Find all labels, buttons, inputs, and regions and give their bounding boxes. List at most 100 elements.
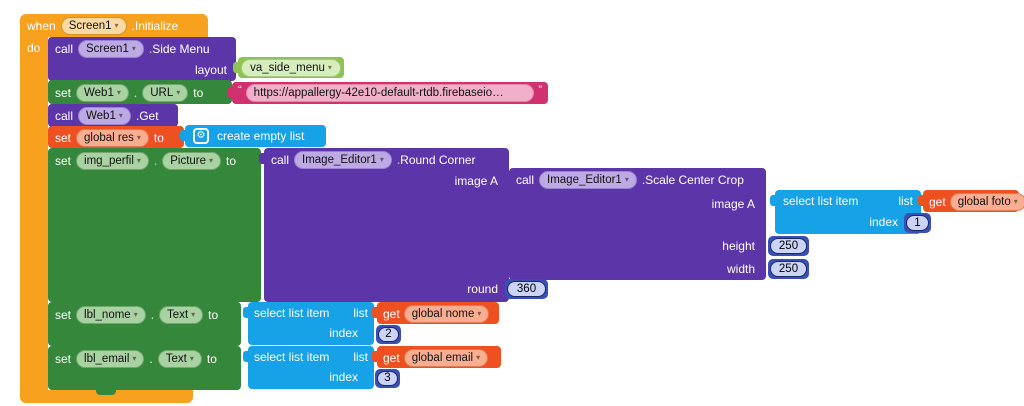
puzzle-tab: [259, 153, 265, 164]
number-block-height-250[interactable]: 250: [768, 236, 809, 256]
url-property-dropdown[interactable]: URL ▾: [142, 84, 189, 102]
get-global-email-block[interactable]: get global email ▾: [372, 346, 501, 368]
number-value: 360: [507, 281, 546, 297]
set-img-perfil-picture-block[interactable]: set img_perfil ▾ . Picture ▾ to: [48, 148, 261, 302]
url-text-input[interactable]: https://appallergy-42e10-default-rtdb.fi…: [245, 84, 535, 102]
select-list-item-foto-block[interactable]: select list item list index: [770, 190, 921, 234]
web1-dropdown-value: Web1: [86, 110, 116, 122]
to-keyword: to: [208, 308, 219, 322]
set-keyword: set: [55, 352, 72, 366]
puzzle-tab: [918, 195, 924, 206]
web1-dropdown-value: Web1: [84, 87, 114, 99]
global-foto-dropdown[interactable]: global foto ▾: [949, 193, 1024, 211]
puzzle-tab: [372, 307, 378, 318]
img-perfil-dropdown[interactable]: img_perfil ▾: [76, 152, 149, 170]
puzzle-tab: [180, 130, 186, 141]
chevron-down-icon: ▾: [131, 44, 136, 53]
number-block-index-2[interactable]: 2: [376, 325, 401, 344]
get-global-foto-block[interactable]: get global foto ▾: [918, 190, 1024, 212]
layout-param-label: layout: [194, 63, 227, 77]
select-list-item-label: select list item: [254, 306, 330, 320]
puzzle-tab: [243, 307, 249, 318]
web1-dropdown[interactable]: Web1 ▾: [78, 107, 131, 125]
chevron-down-icon: ▾: [114, 21, 119, 30]
chevron-down-icon: ▾: [624, 175, 629, 184]
set-keyword: set: [55, 131, 72, 145]
screen1-dropdown[interactable]: Screen1 ▾: [60, 17, 127, 35]
dot-label: .: [153, 154, 158, 168]
number-block-index-3[interactable]: 3: [375, 369, 400, 388]
lbl-nome-value: lbl_nome: [84, 309, 131, 321]
set-global-res-block[interactable]: set global res ▾ to: [48, 126, 184, 148]
set-lbl-email-text-block[interactable]: set lbl_email ▾ . Text ▾ to: [48, 346, 241, 390]
list-param-label: list: [353, 306, 368, 320]
to-keyword: to: [153, 131, 164, 145]
image-editor1-dropdown[interactable]: Image_Editor1 ▾: [539, 171, 637, 189]
set-keyword: set: [55, 154, 72, 168]
va-side-menu-block[interactable]: va_side_menu ▾: [233, 57, 344, 78]
dot-label: .: [133, 86, 138, 100]
mutator-gear-icon[interactable]: ⚙: [193, 128, 209, 144]
va-side-menu-dropdown[interactable]: va_side_menu ▾: [241, 58, 341, 77]
select-list-item-email-block[interactable]: select list item list index: [243, 346, 374, 389]
when-screen1-initialize-block[interactable]: when Screen1 ▾ .Initialize: [20, 14, 208, 37]
puzzle-tab: [243, 351, 249, 362]
chevron-down-icon: ▾: [118, 111, 123, 120]
call-scale-center-crop-block[interactable]: call Image_Editor1 ▾ .Scale Center Crop …: [504, 168, 766, 280]
global-nome-dropdown[interactable]: global nome ▾: [403, 305, 490, 323]
set-keyword: set: [55, 86, 72, 100]
number-value: 250: [770, 238, 807, 254]
call-web1-get-block[interactable]: call Web1 ▾ .Get: [48, 104, 178, 127]
web1-dropdown[interactable]: Web1 ▾: [76, 84, 129, 102]
puzzle-tab: [227, 87, 233, 98]
chevron-down-icon: ▾: [176, 88, 181, 97]
get-global-nome-block[interactable]: get global nome ▾: [372, 302, 499, 324]
global-email-value: global email: [411, 352, 474, 364]
lbl-email-value: lbl_email: [84, 353, 130, 365]
chevron-down-icon: ▾: [327, 62, 332, 72]
get-keyword: get: [383, 351, 400, 365]
screen1-dropdown[interactable]: Screen1 ▾: [78, 40, 144, 58]
call-screen1-sidemenu-block[interactable]: call Screen1 ▾ .Side Menu layout: [48, 37, 236, 81]
to-keyword: to: [226, 154, 237, 168]
global-email-dropdown[interactable]: global email ▾: [403, 349, 489, 367]
global-res-dropdown[interactable]: global res ▾: [76, 129, 149, 147]
to-keyword: to: [206, 352, 217, 366]
height-param-label: height: [722, 239, 755, 253]
method-name-label: .Side Menu: [148, 42, 210, 56]
create-empty-list-block[interactable]: ⚙ create empty list: [180, 125, 326, 147]
image-editor1-dropdown[interactable]: Image_Editor1 ▾: [294, 151, 392, 169]
when-block-bottom-bar[interactable]: [20, 390, 193, 403]
set-lbl-nome-text-block[interactable]: set lbl_nome ▾ . Text ▾ to: [48, 302, 241, 346]
url-text-block[interactable]: “ https://appallergy-42e10-default-rtdb.…: [227, 82, 548, 104]
global-res-value: global res: [84, 132, 134, 144]
chevron-down-icon: ▾: [116, 88, 121, 97]
number-block-width-250[interactable]: 250: [768, 259, 809, 279]
set-web1-url-block[interactable]: set Web1 ▾ . URL ▾ to: [48, 80, 232, 104]
chevron-down-icon: ▾: [477, 309, 482, 318]
number-block-index-1[interactable]: 1: [904, 213, 931, 233]
lbl-nome-dropdown[interactable]: lbl_nome ▾: [76, 306, 146, 324]
text-property-dropdown[interactable]: Text ▾: [157, 350, 202, 368]
lbl-email-dropdown[interactable]: lbl_email ▾: [76, 350, 145, 368]
create-empty-list-label: create empty list: [217, 129, 305, 143]
round-param-label: round: [467, 282, 498, 296]
index-param-label: index: [329, 326, 358, 340]
call-keyword: call: [516, 173, 535, 187]
call-round-corner-block[interactable]: call Image_Editor1 ▾ .Round Corner image…: [259, 148, 509, 302]
when-block-do-column[interactable]: do: [20, 37, 48, 393]
va-side-menu-value: va_side_menu: [250, 61, 325, 74]
number-value: 3: [377, 371, 398, 386]
list-param-label: list: [898, 194, 913, 208]
picture-property-dropdown[interactable]: Picture ▾: [162, 152, 222, 170]
picture-property-value: Picture: [170, 155, 207, 167]
when-keyword: when: [27, 19, 56, 33]
call-keyword: call: [55, 42, 74, 56]
chevron-down-icon: ▾: [136, 133, 141, 142]
screen1-dropdown-value: Screen1: [86, 43, 129, 55]
text-property-dropdown[interactable]: Text ▾: [159, 306, 204, 324]
call-keyword: call: [271, 153, 290, 167]
number-block-round-360[interactable]: 360: [505, 279, 548, 299]
chevron-down-icon: ▾: [132, 354, 137, 363]
select-list-item-nome-block[interactable]: select list item list index: [243, 302, 374, 345]
